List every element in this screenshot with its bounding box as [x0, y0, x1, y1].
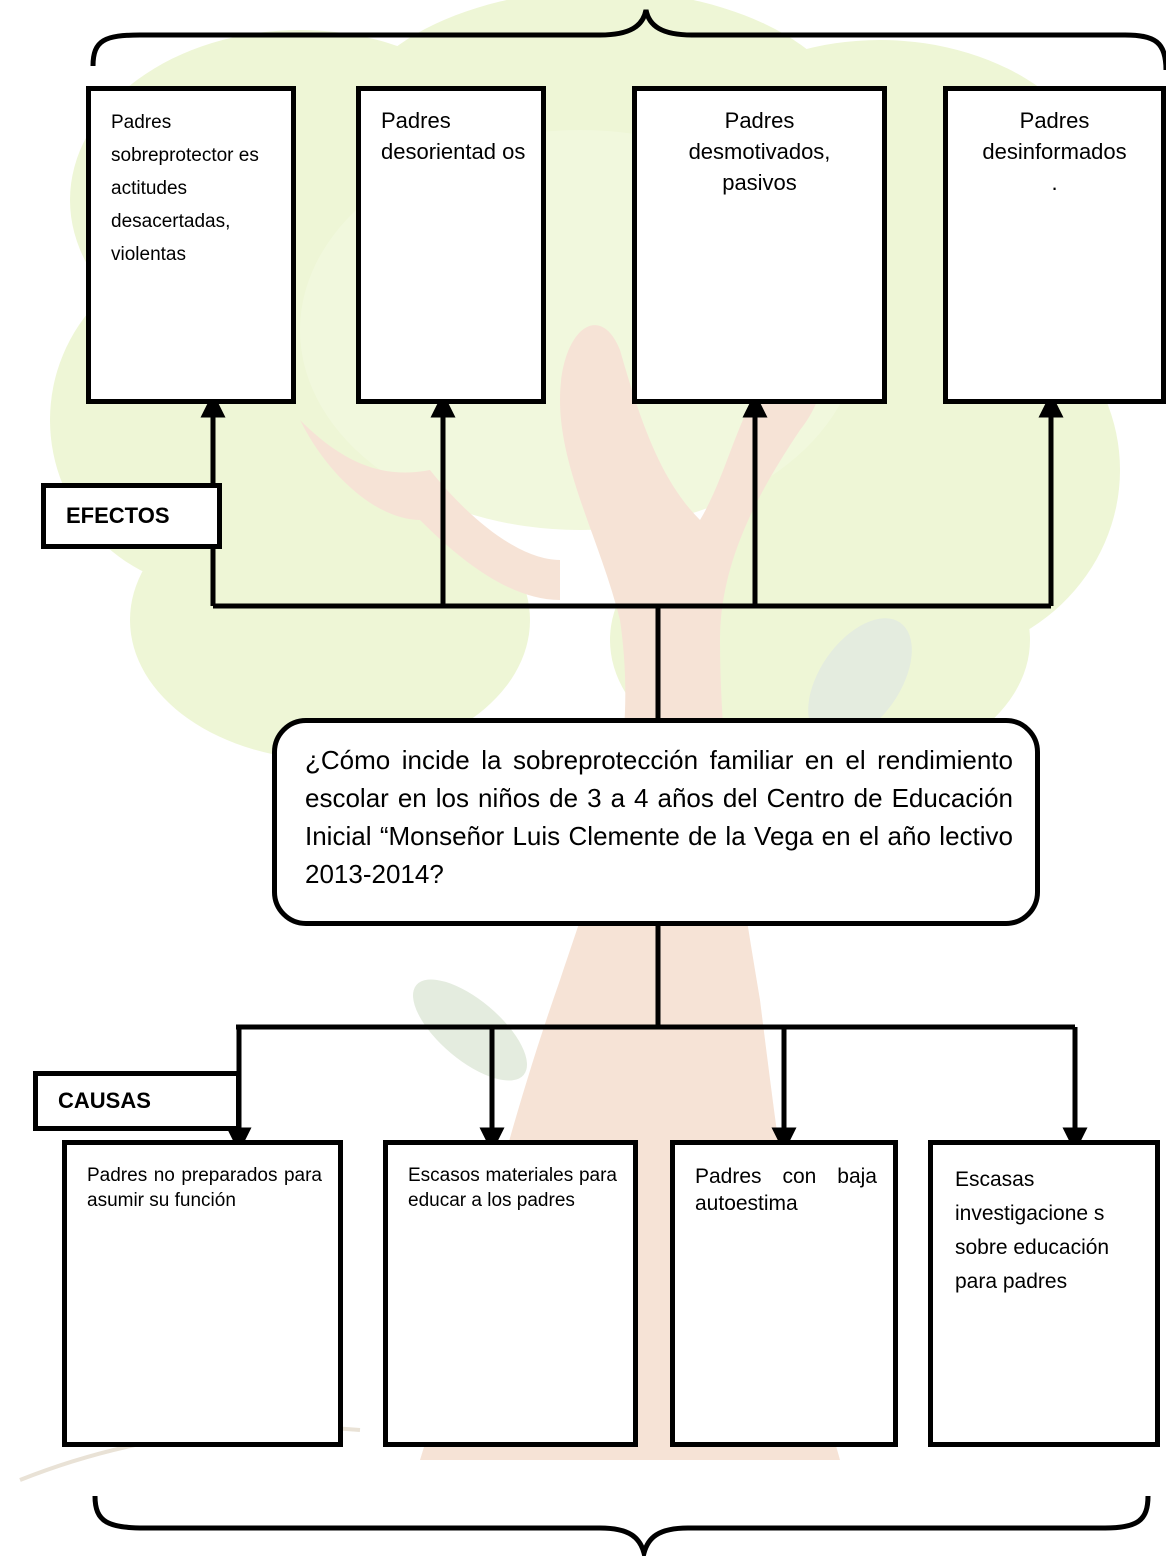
cause-box: Escasos materiales para educar a los pad… [383, 1140, 638, 1447]
bottom-brace [92, 1495, 1151, 1556]
cause-box: Padres no preparados para asumir su func… [62, 1140, 343, 1447]
top-brace [90, 9, 1166, 71]
effect-text: Padres sobreprotector es actitudes desac… [111, 112, 259, 265]
central-problem-box: ¿Cómo incide la sobreprotección familiar… [272, 718, 1040, 926]
effect-text: Padres desmotivados, pasivos [688, 108, 831, 195]
effects-label: EFECTOS [41, 483, 222, 549]
effect-box: Padres desorientad os [356, 86, 546, 404]
effect-box: Padres sobreprotector es actitudes desac… [86, 86, 296, 404]
cause-text: Escasas investigacione s sobre educación… [955, 1168, 1110, 1293]
effect-text: Padres desinformados . [982, 108, 1127, 195]
effect-box: Padres desinformados . [943, 86, 1166, 404]
causes-label: CAUSAS [33, 1071, 241, 1131]
cause-text: Padres con baja autoestima [695, 1165, 877, 1215]
central-problem-text: ¿Cómo incide la sobreprotección familiar… [305, 745, 1013, 889]
cause-text: Escasos materiales para educar a los pad… [408, 1165, 617, 1211]
cause-box: Padres con baja autoestima [670, 1140, 898, 1447]
effect-text: Padres desorientad os [381, 108, 526, 164]
cause-text: Padres no preparados para asumir su func… [87, 1165, 322, 1211]
cause-box: Escasas investigacione s sobre educación… [928, 1140, 1160, 1447]
effect-box: Padres desmotivados, pasivos [632, 86, 887, 404]
